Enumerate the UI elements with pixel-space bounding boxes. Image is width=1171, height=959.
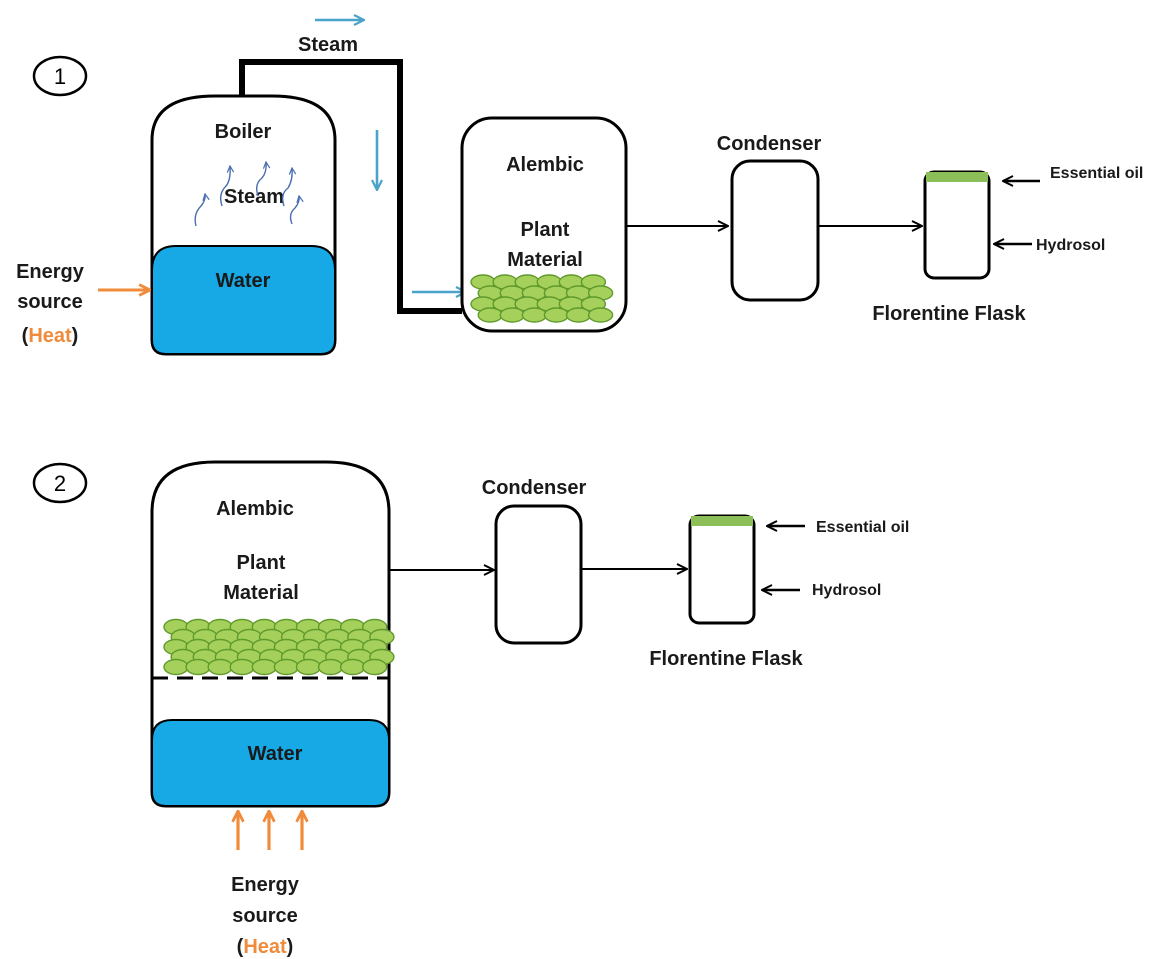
plant-material-icon: [470, 274, 614, 323]
condenser-2-label: Condenser: [482, 477, 587, 499]
condenser-2: [494, 504, 583, 645]
energy-source-2-line1: Energy: [231, 874, 300, 896]
essential-oil-1-label: Essential oil: [1050, 165, 1143, 182]
boiler-title: Boiler: [215, 121, 272, 143]
alembic-2: Alembic Plant Material Water: [150, 460, 395, 808]
flask-2-oil-layer: [691, 516, 753, 526]
energy-source-line1: Energy: [16, 261, 85, 283]
alembic-1-title: Alembic: [506, 154, 584, 176]
condenser-1-label: Condenser: [717, 133, 822, 155]
boiler-water: [151, 245, 336, 355]
energy-source-heat: (Heat): [22, 325, 79, 347]
alembic-2-title: Alembic: [216, 498, 294, 520]
alembic-2-water: [151, 719, 390, 807]
flask-2-label: Florentine Flask: [649, 648, 803, 670]
florentine-flask-2: [688, 514, 756, 625]
alembic-2-plant-line1: Plant: [237, 552, 286, 574]
plant-material-icon: [163, 618, 395, 676]
alembic-1-plant-line2: Material: [507, 249, 583, 271]
energy-source-2-line2: source: [232, 905, 298, 927]
heat-arrows-icon: [238, 811, 302, 850]
alembic-1-plant-line1: Plant: [521, 219, 570, 241]
steam-wisps-icon: [194, 162, 299, 227]
section-1-number: 1: [54, 64, 66, 89]
boiler-water-label: Water: [216, 270, 271, 292]
section-1: 1 Boiler Steam Water Energy source (Heat…: [16, 20, 1143, 356]
alembic-2-water-label: Water: [248, 743, 303, 765]
steam-top-label: Steam: [298, 34, 358, 56]
steam-pipe: [239, 59, 462, 314]
section-2: 2 Alembic Plant Material Water Energy so…: [32, 460, 909, 958]
energy-source-line2: source: [17, 291, 83, 313]
hydrosol-1-label: Hydrosol: [1036, 237, 1105, 254]
flask-2-body: [688, 514, 756, 625]
alembic-2-plant-line2: Material: [223, 582, 299, 604]
boiler: Boiler Steam Water: [150, 94, 337, 356]
condenser-1: [730, 159, 820, 302]
section-1-number-badge: [32, 55, 88, 97]
section-2-number: 2: [54, 471, 66, 496]
essential-oil-2-label: Essential oil: [816, 519, 909, 536]
alembic-1: Alembic Plant Material: [460, 116, 628, 333]
boiler-steam-label: Steam: [224, 186, 284, 208]
section-2-number-badge: [32, 462, 88, 504]
flask-1-oil-layer: [926, 172, 988, 182]
energy-source-2-heat: (Heat): [237, 936, 294, 958]
flask-1-label: Florentine Flask: [872, 303, 1026, 325]
flask-1-body: [923, 170, 991, 280]
florentine-flask-1: [923, 170, 991, 280]
hydrosol-2-label: Hydrosol: [812, 582, 881, 599]
